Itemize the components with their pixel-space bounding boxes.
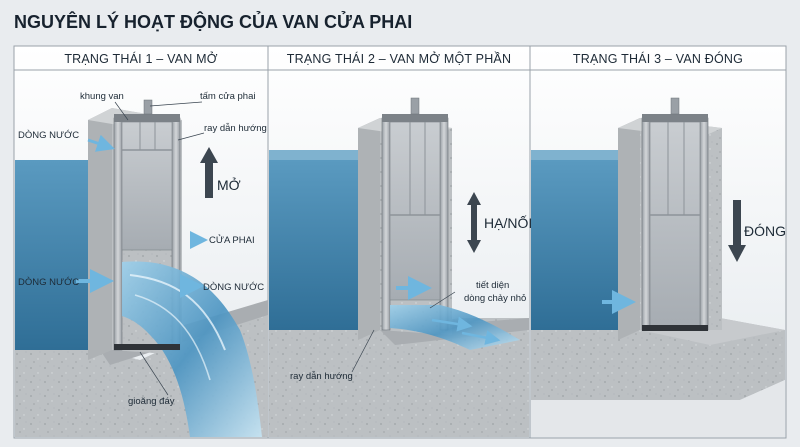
lifting-stem	[143, 99, 153, 115]
concrete-floor-2	[269, 318, 529, 437]
open-arrow-icon	[200, 147, 218, 198]
gate-plate	[121, 121, 173, 251]
label-rail-2: ray dẫn hướng	[290, 371, 353, 382]
label-flow-in: DÒNG NƯỚC	[18, 277, 79, 288]
upstream-water	[15, 160, 100, 350]
close-arrow-icon	[728, 200, 746, 262]
label-flow-out: DÒNG NƯỚC	[203, 282, 264, 293]
label-rail: ray dẫn hướng	[204, 123, 267, 134]
panel-2-heading: TRẠNG THÁI 2 – VAN MỞ MỘT PHẦN	[287, 51, 511, 66]
panel-1-open: MỞ khung van tấm cửa phai ray dẫn hướng …	[15, 91, 268, 437]
panel-1-heading: TRẠNG THÁI 1 – VAN MỞ	[64, 51, 217, 66]
label-flow-top: DÒNG NƯỚC	[18, 130, 79, 141]
flow-arrow-top-icon	[87, 134, 115, 152]
gate-plate-2	[389, 121, 441, 301]
water-jet	[122, 261, 262, 437]
upstream-water-2	[269, 160, 380, 330]
label-section-2: dòng chảy nhỏ	[464, 293, 526, 304]
label-frame: khung van	[80, 91, 124, 102]
label-seal: gioăng đáy	[128, 396, 175, 407]
panel-3-action: ĐÓNG	[744, 223, 786, 239]
panel-1-action: MỞ	[217, 176, 241, 193]
upstream-water-3	[531, 160, 640, 330]
bottom-seal	[114, 344, 180, 350]
panel-2-partial: HẠ/NỐI tiết diện dòng chảy nhỏ ray dẫn h…	[269, 97, 532, 437]
label-plate: tấm cửa phai	[200, 91, 255, 102]
updown-arrow-icon	[467, 192, 481, 253]
page-title: NGUYÊN LÝ HOẠT ĐỘNG CỦA VAN CỬA PHAI	[14, 11, 412, 32]
panel-2-action: HẠ/NỐI	[484, 214, 532, 231]
panel-3-closed: ĐÓNG	[531, 97, 786, 437]
panel-3-heading: TRẠNG THÁI 3 – VAN ĐÓNG	[573, 51, 743, 66]
label-section-1: tiết diện	[476, 280, 509, 291]
gate-plate-3	[649, 121, 701, 329]
label-gate: CỬA PHAI	[209, 234, 255, 246]
